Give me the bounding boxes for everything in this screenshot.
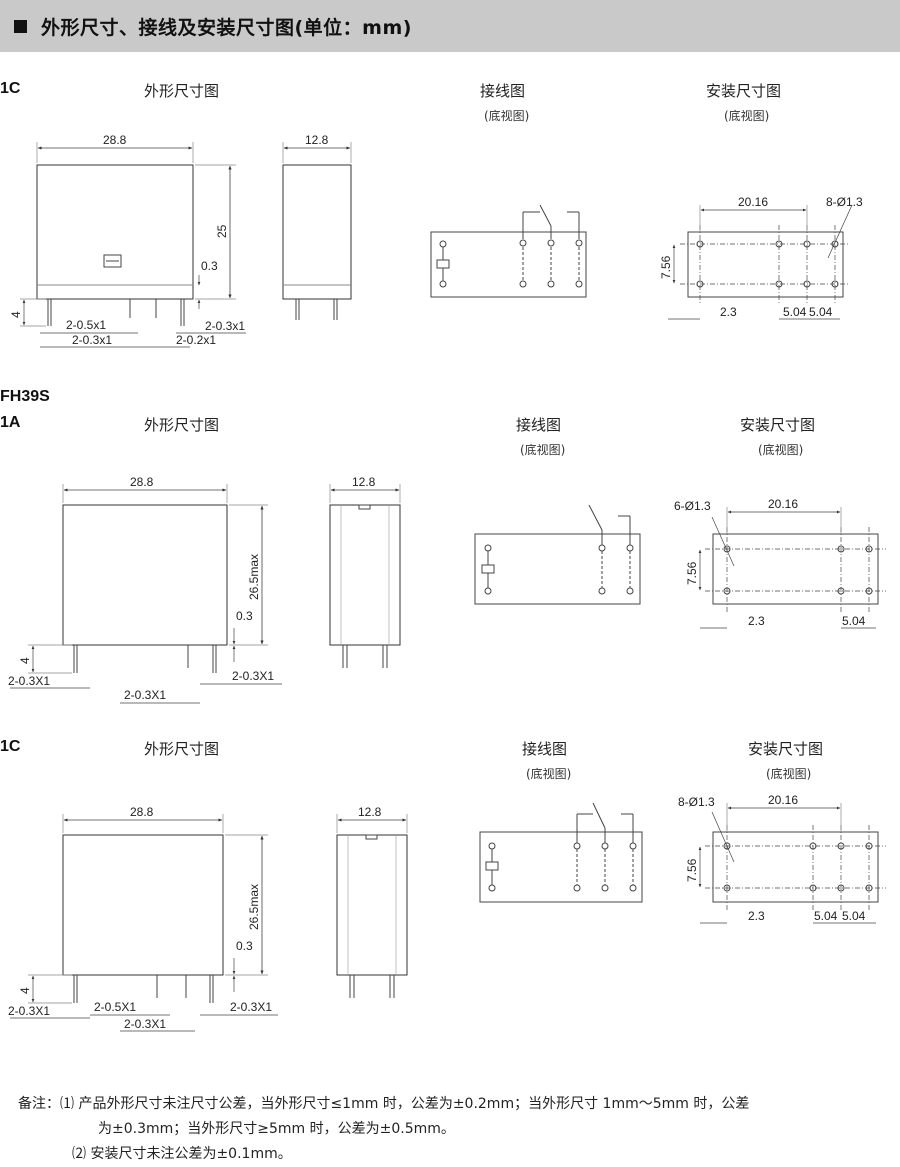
dim-gap: 0.3 <box>236 939 253 953</box>
dim-mount-holes: 8-Ø1.3 <box>678 795 715 809</box>
technical-drawings: 28.8 25 0.3 4 2-0.5x1 2-0.3x1 2-0.3x1 2-… <box>8 133 886 1032</box>
dim-width: 28.8 <box>130 475 154 489</box>
wiring-diagram-1 <box>430 204 587 298</box>
dim-height: 26.5max <box>247 554 261 600</box>
outline-side-view-2 <box>329 484 401 668</box>
note-text: 安装尺寸未注公差为±0.1mm。 <box>90 1146 292 1162</box>
dim-mount-holes: 8-Ø1.3 <box>826 195 863 209</box>
dim-mount-pitch: 5.04 <box>809 305 833 319</box>
dim-pin-d: 2-0.3X1 <box>230 1000 272 1014</box>
outline-title: 外形尺寸图 <box>144 740 220 758</box>
dim-mount-edge: 2.3 <box>720 305 737 319</box>
dim-pin-c: 2-0.3x1 <box>205 319 245 333</box>
wiring-title: 接线图 <box>522 740 568 758</box>
dim-mount-span: 20.16 <box>768 793 798 807</box>
dim-pin-a: 2-0.3X1 <box>8 1004 50 1018</box>
dim-mount-pitch: 5.04 <box>814 909 838 923</box>
notes-prefix: 备注： <box>18 1096 60 1112</box>
outline-title: 外形尺寸图 <box>144 416 220 434</box>
type-label-1a: 1A <box>0 414 21 431</box>
outline-front-view-2 <box>10 484 282 704</box>
outline-side-view-3 <box>336 814 408 998</box>
note-line-1: 备注：⑴ 产品外形尺寸未注尺寸公差，当外形尺寸≤1mm 时，公差为±0.2mm；… <box>18 1092 749 1117</box>
note-text: 产品外形尺寸未注尺寸公差，当外形尺寸≤1mm 时，公差为±0.2mm；当外形尺寸… <box>78 1096 750 1112</box>
dim-mount-row: 7.56 <box>685 561 699 585</box>
dim-height: 26.5max <box>247 884 261 930</box>
dim-mount-pitch: 5.04 <box>842 909 866 923</box>
section-title: 外形尺寸、接线及安装尺寸图(单位：mm) <box>41 16 412 39</box>
notes-block: 备注：⑴ 产品外形尺寸未注尺寸公差，当外形尺寸≤1mm 时，公差为±0.2mm；… <box>18 1092 749 1167</box>
note-number: ⑵ <box>72 1146 86 1162</box>
note-text: 为±0.3mm；当外形尺寸≥5mm 时，公差为±0.5mm。 <box>98 1121 455 1137</box>
wiring-title: 接线图 <box>480 82 526 100</box>
outline-front-view-1 <box>20 142 246 348</box>
mount-subtitle: (底视图) <box>724 109 770 123</box>
dim-pin-a: 2-0.5x1 <box>66 318 106 332</box>
dim-gap: 0.3 <box>201 259 218 273</box>
mount-title: 安装尺寸图 <box>706 82 782 100</box>
dim-mount-span: 20.16 <box>768 497 798 511</box>
dim-height: 25 <box>215 224 229 238</box>
dim-pin-d: 2-0.2x1 <box>176 333 216 347</box>
dim-mount-row: 7.56 <box>659 255 673 279</box>
dim-gap: 0.3 <box>236 609 253 623</box>
dim-pin-a: 2-0.3X1 <box>8 674 50 688</box>
mount-diagram-2 <box>698 507 886 629</box>
wiring-subtitle: (底视图) <box>484 109 530 123</box>
mount-title: 安装尺寸图 <box>740 416 816 434</box>
mount-subtitle: (底视图) <box>758 443 804 457</box>
dim-pin-b: 2-0.5X1 <box>94 1000 136 1014</box>
dim-depth: 12.8 <box>358 805 382 819</box>
mount-diagram-3 <box>698 803 886 924</box>
note-number: ⑴ <box>60 1096 74 1112</box>
dim-pin-length: 4 <box>18 657 32 664</box>
mount-diagram-1 <box>668 204 853 320</box>
wiring-title: 接线图 <box>516 416 562 434</box>
note-line-1b: 为±0.3mm；当外形尺寸≥5mm 时，公差为±0.5mm。 <box>18 1117 749 1142</box>
dim-mount-holes: 6-Ø1.3 <box>674 499 711 513</box>
type-label-1c: 1C <box>0 738 21 755</box>
mount-subtitle: (底视图) <box>766 767 812 781</box>
dim-pin-c: 2-0.3X1 <box>124 1017 166 1031</box>
dim-mount-edge: 2.3 <box>748 614 765 628</box>
dim-mount-span: 20.16 <box>738 195 768 209</box>
dim-mount-pitch: 5.04 <box>783 305 807 319</box>
dim-pin-length: 4 <box>9 311 23 318</box>
outline-front-view-3 <box>10 814 278 1032</box>
dim-mount-row: 7.56 <box>685 858 699 882</box>
dim-pin-b: 2-0.3X1 <box>124 688 166 702</box>
dim-depth: 12.8 <box>305 133 329 147</box>
dim-mount-edge: 2.3 <box>748 909 765 923</box>
section-header: 外形尺寸、接线及安装尺寸图(单位：mm) <box>0 0 900 52</box>
wiring-subtitle: (底视图) <box>520 443 566 457</box>
dim-pin-c: 2-0.3X1 <box>232 669 274 683</box>
model-label: FH39S <box>0 388 50 405</box>
dim-width: 28.8 <box>130 805 154 819</box>
dim-depth: 12.8 <box>352 475 376 489</box>
dim-width: 28.8 <box>103 133 127 147</box>
dim-mount-pitch: 5.04 <box>842 614 866 628</box>
dim-pin-b: 2-0.3x1 <box>72 333 112 347</box>
dim-pin-length: 4 <box>18 987 32 994</box>
wiring-subtitle: (底视图) <box>526 767 572 781</box>
mount-title: 安装尺寸图 <box>748 740 824 758</box>
note-line-2: ⑵ 安装尺寸未注公差为±0.1mm。 <box>18 1142 749 1167</box>
wiring-diagram-2 <box>474 504 641 605</box>
outline-side-view-1 <box>282 142 352 320</box>
square-bullet-icon <box>14 19 27 33</box>
wiring-diagram-3 <box>479 802 643 903</box>
outline-title: 外形尺寸图 <box>144 82 220 100</box>
type-label-1c: 1C <box>0 80 21 97</box>
